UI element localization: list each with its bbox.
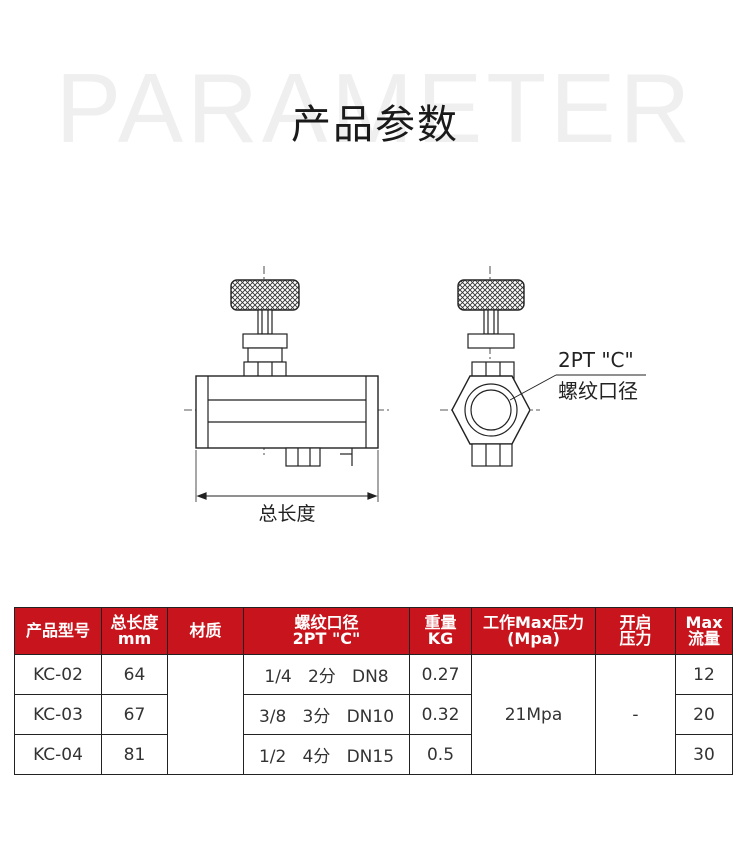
header-open-pressure: 开启压力: [595, 607, 676, 655]
valve-technical-drawing: 总长度 2PT "C" 螺纹口径: [0, 250, 750, 550]
length-label: 总长度: [258, 503, 315, 525]
port-label-top: 2PT "C": [558, 348, 634, 372]
background-watermark-text: PARAMETER: [55, 53, 695, 163]
cell-thread: 1/2 4分 DN15: [243, 734, 410, 775]
cell-flow: 20: [675, 694, 733, 735]
cell-flow: 30: [675, 734, 733, 775]
cell-thread: 3/8 3分 DN10: [243, 694, 410, 735]
cell-length: 81: [101, 734, 168, 775]
table-row: KC-04 81 1/2 4分 DN15 0.5 30: [14, 734, 733, 775]
cell-model: KC-02: [14, 654, 102, 695]
cell-model: KC-04: [14, 734, 102, 775]
table-row: KC-02 64 1/4 2分 DN8 0.27 21Mpa - 12: [14, 654, 733, 775]
cell-weight: 0.5: [409, 734, 472, 775]
end-view: [440, 266, 646, 467]
cell-max-pressure: 21Mpa: [471, 654, 596, 775]
cell-weight: 0.27: [409, 654, 472, 695]
cell-length: 64: [101, 654, 168, 695]
page-title: 产品参数: [291, 102, 459, 148]
side-view: [184, 266, 390, 502]
header-material: 材质: [167, 607, 244, 655]
cell-flow: 12: [675, 654, 733, 695]
cell-open-pressure: -: [595, 654, 676, 775]
header-model: 产品型号: [14, 607, 102, 655]
cell-model: KC-03: [14, 694, 102, 735]
cell-length: 67: [101, 694, 168, 735]
header-max-pressure: 工作Max压力(Mpa): [471, 607, 596, 655]
cell-thread: 1/4 2分 DN8: [243, 654, 410, 695]
cell-material: [167, 654, 244, 775]
port-label-bottom: 螺纹口径: [558, 379, 638, 403]
cell-weight: 0.32: [409, 694, 472, 735]
